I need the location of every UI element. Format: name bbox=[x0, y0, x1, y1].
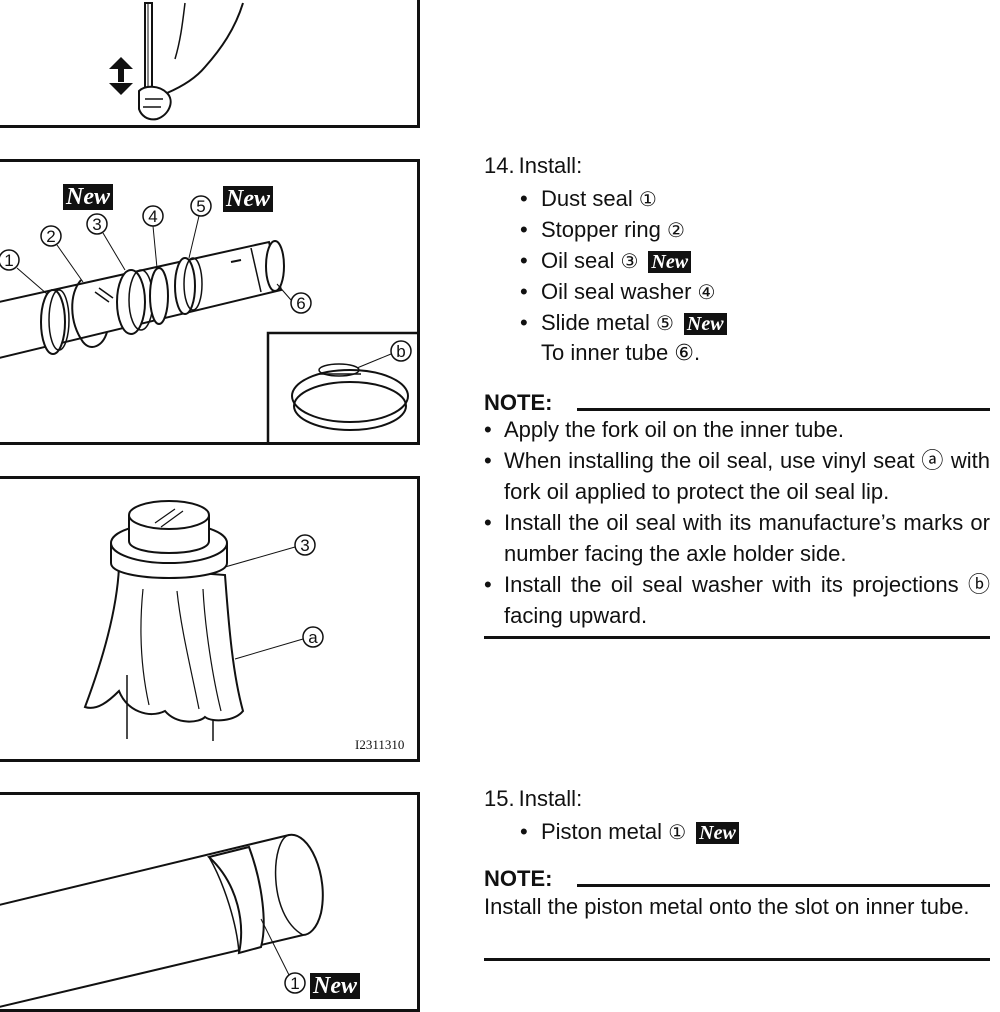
oil-seal-part bbox=[116, 269, 154, 335]
part-ref: ④ bbox=[697, 282, 716, 304]
list-item: •Stopper ring ② bbox=[520, 217, 685, 242]
part-ref: ⑤ bbox=[655, 313, 674, 335]
step-14-target: To inner tube ⑥. bbox=[541, 340, 701, 365]
piston-metal-illustration: 1 bbox=[0, 833, 324, 1008]
step-15-number: 15. bbox=[484, 786, 515, 811]
note-rule-15 bbox=[577, 884, 990, 887]
part-name: Oil seal bbox=[541, 248, 615, 273]
part-ref: ① bbox=[668, 822, 687, 844]
new-badge: New bbox=[648, 251, 692, 273]
new-badge: New bbox=[696, 822, 739, 844]
vinyl-seat-illustration: 3 a bbox=[83, 500, 324, 741]
callout-1-piston: 1 bbox=[260, 918, 306, 994]
callout-1: 1 bbox=[0, 249, 48, 295]
callout-4: 4 bbox=[142, 205, 164, 269]
note-rule-14 bbox=[577, 408, 990, 411]
part-name: Piston metal bbox=[541, 819, 663, 844]
figure-code: I2311310 bbox=[355, 737, 405, 752]
note-label-14: NOTE: bbox=[484, 390, 553, 415]
callout-b-label: b bbox=[396, 342, 405, 361]
callout-2-label: 2 bbox=[46, 227, 55, 246]
piston-metal-part bbox=[206, 845, 265, 955]
washer-inset-drawing bbox=[291, 363, 409, 431]
part-ref: ② bbox=[666, 220, 685, 242]
callout-a: a bbox=[234, 626, 324, 660]
part-name: Oil seal washer bbox=[541, 279, 692, 304]
callout-6-label: 6 bbox=[296, 294, 305, 313]
figure-fork-oil-check bbox=[0, 0, 420, 128]
inner-tube-seals-illustration: 1 2 3 4 5 6 bbox=[0, 195, 417, 442]
step-14-action: Install: bbox=[518, 153, 583, 178]
new-tag-right: New bbox=[223, 186, 273, 212]
up-down-arrow-icon bbox=[109, 57, 133, 95]
list-item: •Dust seal ① bbox=[520, 186, 657, 211]
list-item: •Oil seal washer ④ bbox=[520, 279, 716, 304]
new-tag-piston: New bbox=[310, 973, 360, 999]
dust-seal-part bbox=[40, 289, 70, 355]
figure-piston-metal: 1 New bbox=[0, 792, 420, 1012]
note-label-15: NOTE: bbox=[484, 866, 553, 891]
callout-3-vinyl-fig: 3 bbox=[224, 534, 316, 568]
callout-1-label: 1 bbox=[4, 251, 13, 270]
callout-2: 2 bbox=[40, 225, 84, 283]
figure-seal-installation: 1 2 3 4 5 6 bbox=[0, 159, 420, 445]
figure-vinyl-seat: 3 a I2311310 bbox=[0, 476, 420, 762]
note-text-15: Install the piston metal onto the slot o… bbox=[484, 894, 970, 919]
note-item: When installing the oil seal, use vinyl … bbox=[484, 445, 990, 507]
note-item: Install the oil seal with its manufactur… bbox=[484, 507, 990, 569]
callout-a-label: a bbox=[308, 628, 318, 647]
note-item: Install the oil seal washer with its pro… bbox=[484, 569, 990, 631]
part-name: Stopper ring bbox=[541, 217, 661, 242]
callout-b: b bbox=[356, 340, 412, 369]
callout-3-vinyl-label: 3 bbox=[300, 536, 309, 555]
part-ref: ① bbox=[638, 189, 657, 211]
step-14-header: 14.Install: bbox=[484, 153, 582, 179]
note-end-rule-14 bbox=[484, 636, 990, 639]
new-tag-left: New bbox=[63, 184, 113, 210]
part-name: Dust seal bbox=[541, 186, 633, 211]
step-15-action: Install: bbox=[518, 786, 583, 811]
callout-6: 6 bbox=[276, 283, 312, 314]
step-14-parts-list: •Dust seal ① •Stopper ring ② •Oil seal ③… bbox=[520, 183, 727, 338]
step-14-number: 14. bbox=[484, 153, 515, 178]
part-name: Slide metal bbox=[541, 310, 650, 335]
part-ref: ③ bbox=[620, 251, 639, 273]
oil-seal-washer-part bbox=[149, 267, 169, 325]
callout-4-label: 4 bbox=[148, 207, 157, 226]
inner-tube-top bbox=[128, 500, 210, 554]
fork-oil-illustration bbox=[109, 2, 244, 121]
stopper-ring-part bbox=[71, 279, 108, 348]
callout-5-label: 5 bbox=[196, 197, 205, 216]
new-badge: New bbox=[683, 313, 727, 335]
note-item: Apply the fork oil on the inner tube. bbox=[484, 414, 990, 445]
step-15-header: 15.Install: bbox=[484, 786, 582, 812]
callout-1-piston-label: 1 bbox=[290, 974, 299, 993]
callout-3-label: 3 bbox=[92, 215, 101, 234]
callout-5: 5 bbox=[188, 195, 212, 259]
slide-metal-part bbox=[174, 257, 203, 315]
callout-3: 3 bbox=[86, 213, 126, 271]
note-end-rule-15 bbox=[484, 958, 990, 961]
note-list-14: Apply the fork oil on the inner tube. Wh… bbox=[484, 414, 990, 631]
